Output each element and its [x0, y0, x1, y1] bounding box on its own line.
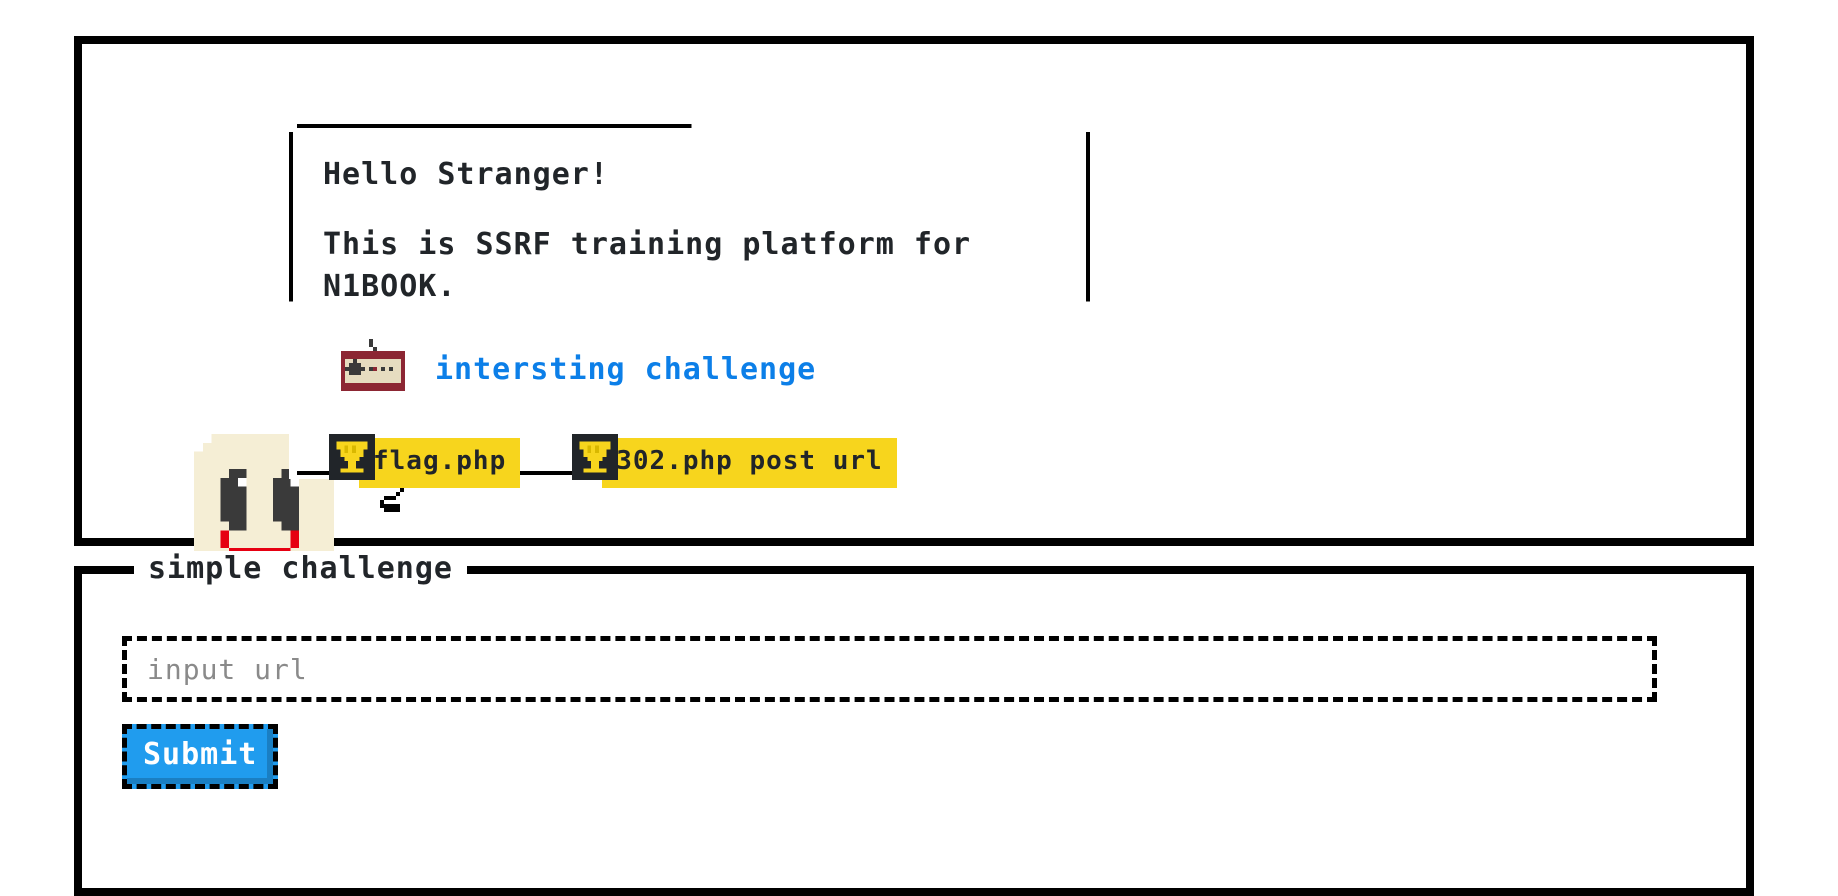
fieldset-legend: simple challenge — [134, 551, 467, 586]
badge-label: flag.php — [359, 438, 521, 488]
greeting-text: Hello Stranger! — [323, 157, 609, 192]
intro-container: Hello Stranger! This is SSRF training pl… — [74, 36, 1754, 574]
badge-flag-php[interactable]: flag.php — [329, 434, 521, 488]
url-input[interactable] — [122, 636, 1657, 702]
challenge-link-row[interactable]: intersting challenge — [337, 338, 1060, 400]
speech-balloon: Hello Stranger! This is SSRF training pl… — [289, 124, 1094, 488]
intersting-challenge-link[interactable]: intersting challenge — [435, 351, 817, 387]
description-text: This is SSRF training platform for N1BOO… — [323, 227, 991, 304]
badge-label: 302.php post url — [602, 438, 897, 488]
badge-row: flag.php — [329, 434, 1060, 488]
form-fields: Submit — [122, 636, 1682, 789]
challenge-form-container: simple challenge Submit — [74, 551, 1754, 896]
gamepad-icon — [337, 338, 409, 400]
trophy-icon — [329, 434, 375, 484]
badge-302-php[interactable]: 302.php post url — [572, 434, 897, 488]
trophy-icon — [572, 434, 619, 484]
submit-button[interactable]: Submit — [122, 724, 279, 789]
